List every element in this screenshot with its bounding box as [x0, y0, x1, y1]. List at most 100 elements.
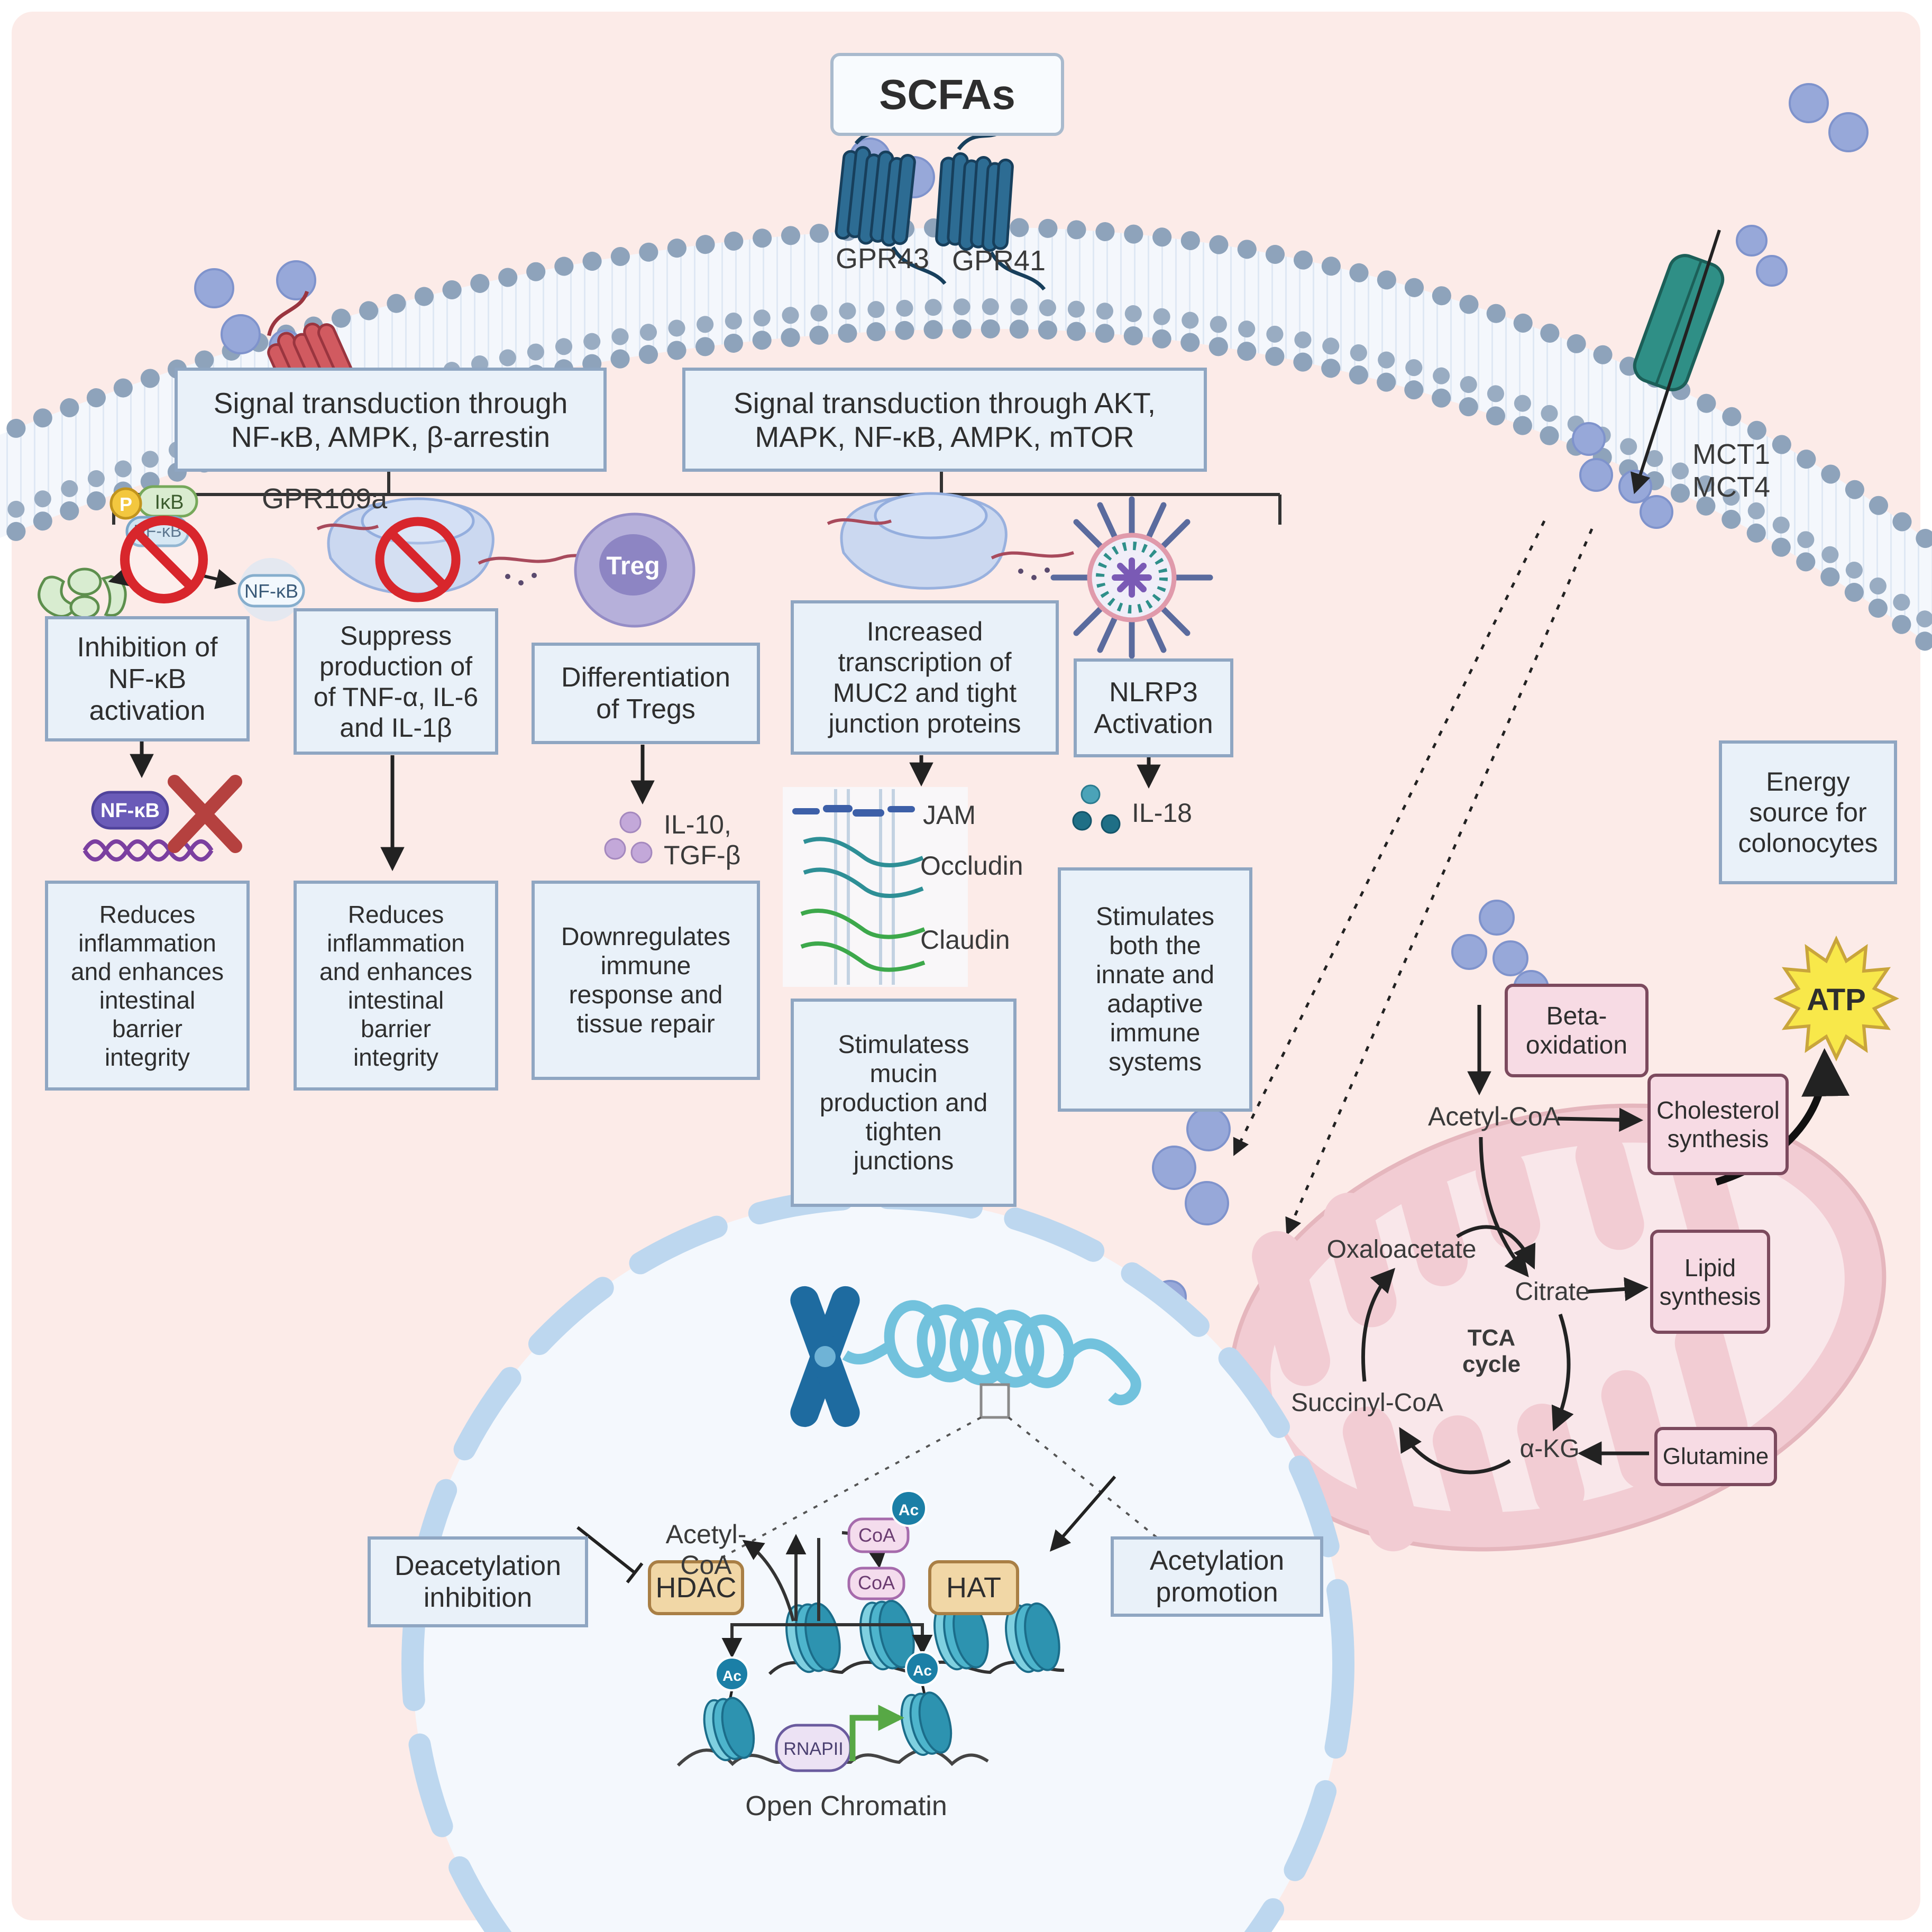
lipid-synthesis-box: Lipid synthesis [1650, 1230, 1770, 1334]
coa-label: CoA [858, 1572, 895, 1594]
citrate-label: Citrate [1515, 1278, 1590, 1306]
deacetylation-inhibition-box: Deacetylation inhibition [368, 1536, 588, 1627]
atp-label: ATP [1807, 983, 1866, 1017]
scfa-dot [1186, 1107, 1231, 1151]
nlrp3-inflammasome-icon [1050, 496, 1213, 659]
ribosome-blocked-icon [316, 497, 606, 602]
acetylcoa-mito-label: Acetyl-CoA [1427, 1102, 1561, 1131]
akg-label: α-KG [1519, 1435, 1580, 1463]
gpr41-receptor [935, 124, 1046, 291]
jam-label: JAM [923, 800, 976, 830]
signal-box-right: Signal transduction through AKT, MAPK, N… [682, 368, 1207, 472]
gpr43-receptor [835, 124, 947, 285]
hdac-inhibition-line [576, 1526, 644, 1583]
citrate-to-lipid-arrow [1588, 1277, 1649, 1302]
gpr109a-label: GPR109a [262, 483, 388, 515]
mrna [991, 551, 1074, 560]
hdac-box: HDAC [648, 1560, 744, 1615]
col3-outcome-box: Downregulates immune response and tissue… [532, 881, 760, 1080]
oxa-to-citrate-arrow [1456, 1225, 1536, 1270]
tca-cycle-arrows [1361, 1005, 1649, 1475]
treg-label: Treg [606, 552, 660, 580]
scfa-dot [1493, 940, 1528, 976]
coa-pill: CoA [847, 1567, 905, 1600]
cristae [1252, 1130, 1748, 1552]
mct-transport-arrow [1631, 230, 1721, 495]
il18-label: IL-18 [1132, 798, 1192, 828]
hat-promotion-arrow [1049, 1476, 1116, 1552]
tight-junction-icon [783, 787, 968, 987]
hat-box: HAT [928, 1560, 1019, 1615]
scfa-dot [1185, 1181, 1229, 1225]
col2-outcome-box: Reduces inflammation and enhances intest… [294, 881, 498, 1091]
gpr43-label: GPR43 [836, 243, 930, 274]
blocked-x-icon [168, 775, 242, 853]
atp-star: ATP [1773, 935, 1899, 1061]
scfa-dot [221, 314, 261, 354]
scfa-dot [1736, 225, 1768, 257]
tca-cycle-label: TCA cycle [1462, 1325, 1521, 1377]
open-chromatin-icon: RNAPII [676, 1691, 989, 1772]
occludin-label: Occludin [920, 851, 1023, 881]
scfa-dot [1789, 83, 1829, 123]
energy-source-box: Energy source for colonocytes [1719, 740, 1897, 884]
col5-outcome-box: Stimulates both the innate and adaptive … [1058, 867, 1252, 1112]
claudin-proteins [800, 908, 926, 972]
dna-strand [83, 839, 214, 862]
nfkb-dna-label: NF-κB [100, 800, 160, 822]
col4-outcome-box: Stimulatess mucin production and tighten… [791, 999, 1017, 1207]
succinylcoa-label: Succinyl-CoA [1290, 1389, 1444, 1417]
scfa-dot [1579, 458, 1613, 492]
ac-label: Ac [722, 1668, 741, 1684]
signal-box-left: Signal transduction through NF-κB, AMPK,… [175, 368, 607, 472]
scfa-dot [194, 268, 234, 308]
mct-transporter [1633, 254, 1725, 391]
open-chromatin-label: Open Chromatin [745, 1791, 947, 1821]
akg-to-succinyl-arrow [1399, 1427, 1511, 1475]
scfa-dot [1756, 255, 1788, 287]
proteasome-blobs [38, 567, 127, 619]
ribosome-active-icon [827, 492, 1074, 590]
col1-effect-box: Inhibition of NF-κB activation [45, 616, 250, 741]
acetylcoa-to-cholesterol-arrow [1557, 1107, 1644, 1132]
acetylation-promotion-box: Acetylation promotion [1111, 1536, 1323, 1617]
ikb-label: IκB [155, 491, 184, 514]
scfa-dot [1640, 495, 1673, 529]
nfkb-released-label: NF-κB [244, 580, 298, 602]
coa-ac-pill: CoA Ac [847, 1490, 927, 1553]
col5-effect-box: NLRP3 Activation [1074, 658, 1233, 757]
il10-tgfb-dots [604, 811, 653, 864]
col1-outcome-box: Reduces inflammation and enhances intest… [45, 881, 250, 1091]
scfa-dot [1451, 934, 1487, 970]
il10-tgfb-label: IL-10, TGF-β [664, 810, 741, 870]
beta-oxidation-box: Beta- oxidation [1505, 984, 1649, 1077]
scfa-dot [276, 260, 316, 300]
scfa-dot [1152, 1146, 1196, 1190]
released-nfkb: NF-κB [237, 558, 305, 621]
oxaloacetate-label: Oxaloacetate [1326, 1235, 1477, 1263]
scfas-title-box: SCFAs [830, 53, 1064, 136]
nfkb-dna-blocked-icon: NF-κB [83, 775, 242, 862]
claudin-label: Claudin [920, 925, 1010, 955]
il18-dots [1072, 784, 1121, 834]
scfa-diffusion-arrows [1233, 520, 1594, 1235]
succinyl-to-oxa-arrow [1361, 1268, 1396, 1382]
cholesterol-synthesis-box: Cholesterol synthesis [1647, 1074, 1789, 1175]
ac-label: Ac [913, 1662, 932, 1679]
scfa-dot [1479, 900, 1515, 936]
coa-label: CoA [858, 1524, 895, 1546]
ac-label: Ac [899, 1501, 919, 1519]
prohibition-sign-col1 [120, 516, 208, 603]
transcription-arrow [849, 1705, 904, 1761]
to-acetylcoa-arrow [742, 1540, 795, 1622]
treg-cell: Treg [574, 512, 695, 628]
chromatin-coil [842, 1300, 1141, 1405]
jam-proteins [792, 805, 915, 817]
p-label: P [120, 493, 132, 515]
scfa-dot [1572, 422, 1606, 456]
acetylcoa-nucleus-label: Acetyl-CoA [665, 1519, 747, 1580]
col3-effect-box: Differentiation of Tregs [532, 643, 760, 744]
zoom-region-box [979, 1383, 1010, 1419]
